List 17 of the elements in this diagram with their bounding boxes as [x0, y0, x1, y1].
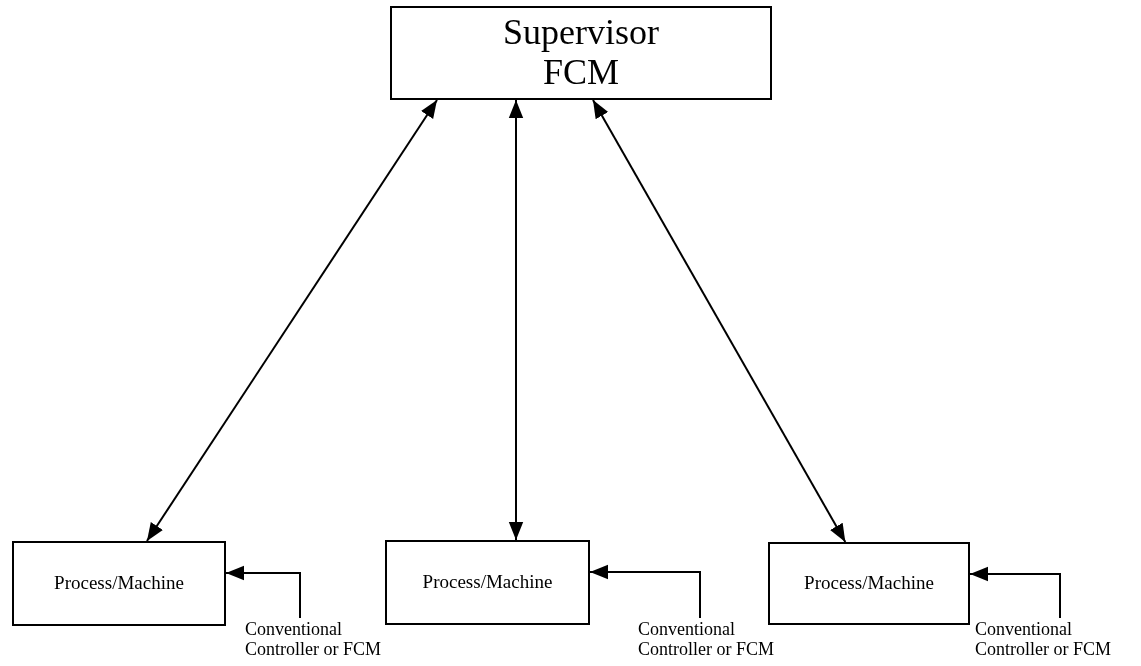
process-box — [12, 541, 226, 626]
controller-label: Conventional Controller or FCM — [245, 620, 410, 666]
arrow — [225, 565, 301, 619]
controller-label: Conventional Controller or FCM — [975, 620, 1135, 666]
box-label: Process/Machine — [804, 573, 934, 594]
box-label: Process/Machine — [54, 573, 184, 594]
process-box — [385, 540, 590, 625]
arrow — [589, 564, 701, 619]
arrow — [592, 99, 847, 543]
arrow — [508, 99, 524, 541]
arrow — [969, 566, 1061, 619]
box-label: Process/Machine — [422, 572, 553, 593]
process-box — [390, 6, 772, 100]
box-label: Supervisor FCM — [502, 13, 660, 93]
controller-label: Conventional Controller or FCM — [638, 620, 803, 666]
process-box — [768, 542, 970, 625]
arrow — [145, 99, 438, 542]
